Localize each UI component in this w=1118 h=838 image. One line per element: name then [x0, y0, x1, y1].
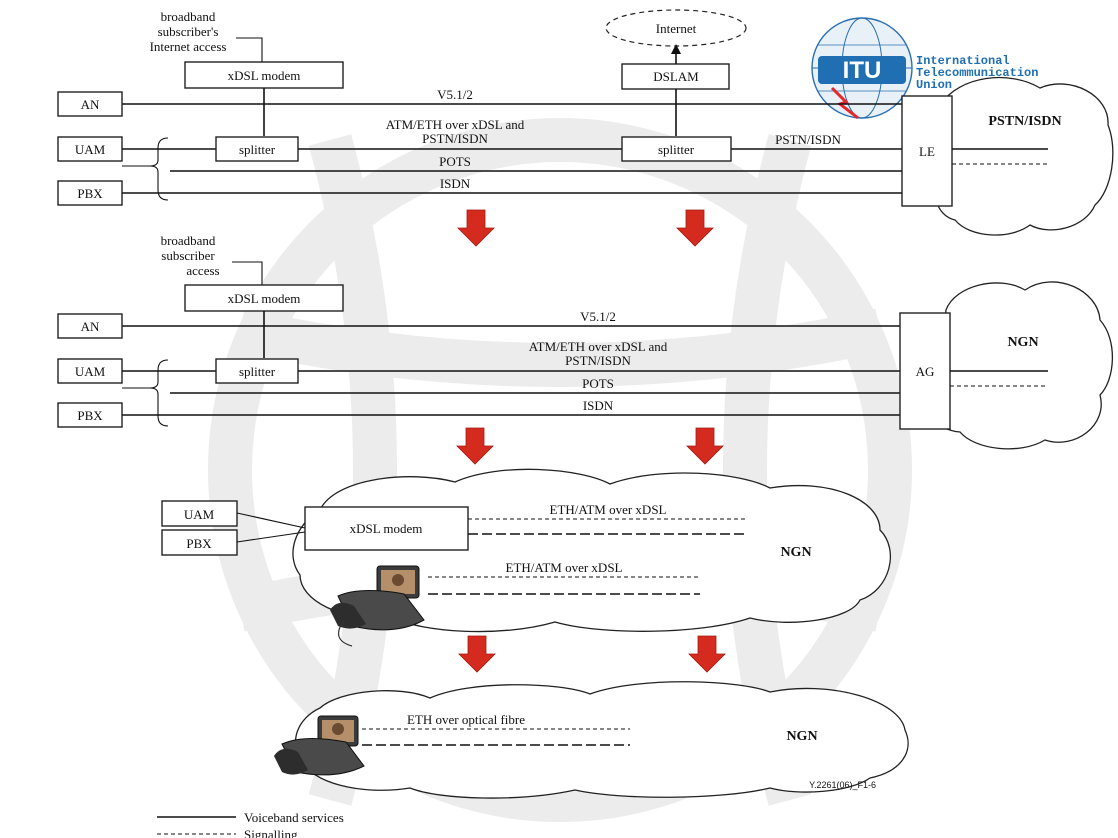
stage3-uam-label: UAM — [184, 507, 215, 522]
stage1-xdsl-label: xDSL modem — [228, 68, 301, 83]
stage2-cloud-label: NGN — [1007, 335, 1038, 350]
dslam-box — [621, 63, 730, 90]
stage2-splitter — [215, 358, 299, 384]
stage1-atm-label-2: PSTN/ISDN — [422, 131, 488, 146]
dslam-label: DSLAM — [653, 69, 699, 84]
stage1-splitter-left — [215, 136, 299, 162]
stage3-videophone-icon — [330, 565, 425, 647]
itu-logo-short: ITU — [843, 57, 882, 84]
stage1-xdsl-modem — [184, 61, 344, 89]
stage1-uam-box — [57, 136, 123, 162]
stage1-an-box — [57, 91, 123, 117]
stage2-an-label: AN — [81, 319, 100, 334]
stage2-xdsl-modem — [184, 284, 344, 312]
stage1-pstn-link-label: PSTN/ISDN — [775, 132, 841, 147]
itu-logo-line2: Telecommunication — [916, 66, 1038, 80]
stage1-an-label: AN — [81, 97, 100, 112]
internet-label: Internet — [656, 21, 697, 36]
stage1-pots-label: POTS — [439, 154, 471, 169]
stage1-splitter-right-label: splitter — [658, 142, 695, 157]
stage3-pbx-box — [161, 529, 238, 556]
itu-logo-line1: International — [916, 54, 1010, 68]
stage1-note-2: subscriber's — [158, 24, 219, 39]
stage2-v5-label: V5.1/2 — [580, 309, 616, 324]
stage2-isdn-label: ISDN — [583, 398, 614, 413]
stage2-note-2: subscriber — [161, 248, 215, 263]
stage3-xdsl-label: xDSL modem — [350, 521, 423, 536]
stage1-cloud-label: PSTN/ISDN — [988, 114, 1061, 129]
stage1-v5-label: V5.1/2 — [437, 87, 473, 102]
stage1-atm-label-1: ATM/ETH over xDSL and — [386, 117, 525, 132]
stage3-xdsl-modem — [304, 506, 469, 551]
legend: Voiceband services Signalling — [157, 810, 344, 838]
stage1-le-box — [901, 95, 953, 207]
stage3-cloud-label: NGN — [780, 545, 811, 560]
stage1-isdn-label: ISDN — [440, 176, 471, 191]
stage2-pbx-label: PBX — [77, 408, 103, 423]
stage1-splitter-left-label: splitter — [239, 142, 276, 157]
stage3-link1-label: ETH/ATM over xDSL — [550, 502, 667, 517]
stage1-uam-label: UAM — [75, 142, 106, 157]
stage1-current-network: PSTN/ISDN Internet DSLAM broadband subsc… — [57, 9, 1114, 236]
stage2-an-box — [57, 313, 123, 339]
stage2-ag-label: AG — [916, 364, 935, 379]
stage3-ngn-xdsl: NGN UAM PBX xDSL modem ETH/ATM over xDSL… — [161, 468, 892, 647]
stage1-pbx-box — [57, 180, 123, 206]
arrows-step2 — [456, 427, 724, 465]
stage2-xdsl-label: xDSL modem — [228, 291, 301, 306]
stage4-videophone-icon — [274, 715, 365, 776]
stage2-note-3: access — [186, 263, 219, 278]
stage2-ag-box — [899, 312, 951, 430]
figure-id: Y.2261(06)_F1-6 — [809, 780, 876, 790]
arrows-step1 — [457, 209, 714, 247]
stage1-splitter-right — [621, 136, 732, 162]
stage2-ngn-access-gateway: NGN broadband subscriber access xDSL mod… — [57, 233, 1114, 450]
stage2-pbx-box — [57, 402, 123, 428]
stage3-link2-label: ETH/ATM over xDSL — [506, 560, 623, 575]
stage4-ngn-cloud — [294, 681, 909, 799]
stage1-pbx-label: PBX — [77, 186, 103, 201]
itu-logo: ITU International Telecommunication Unio… — [811, 17, 1038, 120]
stage2-uam-label: UAM — [75, 364, 106, 379]
legend-solid-label: Voiceband services — [244, 810, 344, 825]
stage2-atm-label-1: ATM/ETH over xDSL and — [529, 339, 668, 354]
stage4-link-label: ETH over optical fibre — [407, 712, 525, 727]
stage2-pots-label: POTS — [582, 376, 614, 391]
stage2-ngn-cloud — [931, 281, 1114, 450]
stage2-atm-label-2: PSTN/ISDN — [565, 353, 631, 368]
stage3-uam-box — [161, 500, 238, 527]
stage3-pbx-label: PBX — [186, 536, 212, 551]
stage1-le-label: LE — [919, 144, 935, 159]
stage2-splitter-label: splitter — [239, 364, 276, 379]
stage1-note-3: Internet access — [150, 39, 227, 54]
stage2-uam-box — [57, 358, 123, 384]
legend-dashed-label: Signalling — [244, 827, 298, 838]
itu-logo-line3: Union — [916, 78, 952, 92]
stage4-cloud-label: NGN — [786, 729, 817, 744]
stage2-note-1: broadband — [161, 233, 216, 248]
stage4-ngn-optical: NGN ETH over optical fibre Y.2261(06)_F1… — [274, 681, 909, 799]
stage1-pstn-cloud — [934, 76, 1114, 236]
arrows-step3 — [458, 635, 726, 673]
stage1-note-1: broadband — [161, 9, 216, 24]
